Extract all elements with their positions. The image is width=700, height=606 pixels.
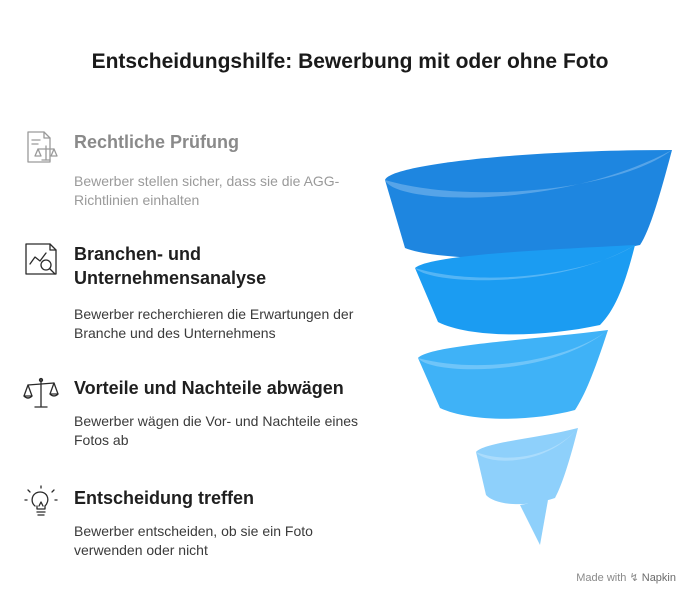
page-title: Entscheidungshilfe: Bewerbung mit oder o… <box>91 50 609 73</box>
funnel-layer-2 <box>415 245 635 335</box>
step-description: Bewerber recherchieren die Erwartungen d… <box>74 306 354 341</box>
funnel-spiral-graphic <box>385 150 672 545</box>
step-description: Bewerber entscheiden, ob sie ein Foto ve… <box>74 523 313 558</box>
step-heading: Rechtliche Prüfung <box>74 132 240 152</box>
lightbulb-icon <box>22 484 60 522</box>
brand-name: Napkin <box>641 572 676 584</box>
funnel-tip <box>520 500 548 545</box>
footer-credit: Made with ↯ Napkin <box>576 571 676 584</box>
step-heading: Branchen- und Unternehmensanalyse <box>74 244 267 288</box>
funnel-layer-highlight <box>418 330 608 370</box>
step-description: Bewerber wägen die Vor- und Nachteile ei… <box>74 413 359 448</box>
step-industry-analysis: Branchen- und Unternehmensanalyse Bewerb… <box>22 240 382 350</box>
step-description: Bewerber stellen sicher, dass sie die AG… <box>74 173 340 208</box>
funnel-layer-4 <box>476 428 578 505</box>
napkin-logo-icon: ↯ <box>629 572 639 584</box>
chart-magnifier-icon <box>22 240 60 278</box>
step-heading: Vorteile und Nachteile abwägen <box>74 378 344 398</box>
balance-scale-icon <box>22 374 60 412</box>
funnel-layer-1 <box>385 150 672 259</box>
legal-document-icon <box>22 128 60 166</box>
step-make-decision: Entscheidung treffen Bewerber entscheide… <box>22 484 382 564</box>
funnel-layer-highlight <box>476 428 578 461</box>
funnel-layer-3 <box>418 330 608 419</box>
step-heading: Entscheidung treffen <box>74 488 255 508</box>
funnel-layer-highlight <box>385 150 672 198</box>
step-legal-check: Rechtliche Prüfung Bewerber stellen sich… <box>22 128 382 218</box>
step-weigh-pros-cons: Vorteile und Nachteile abwägen Bewerber … <box>22 374 382 454</box>
made-with-label: Made with <box>576 572 627 584</box>
